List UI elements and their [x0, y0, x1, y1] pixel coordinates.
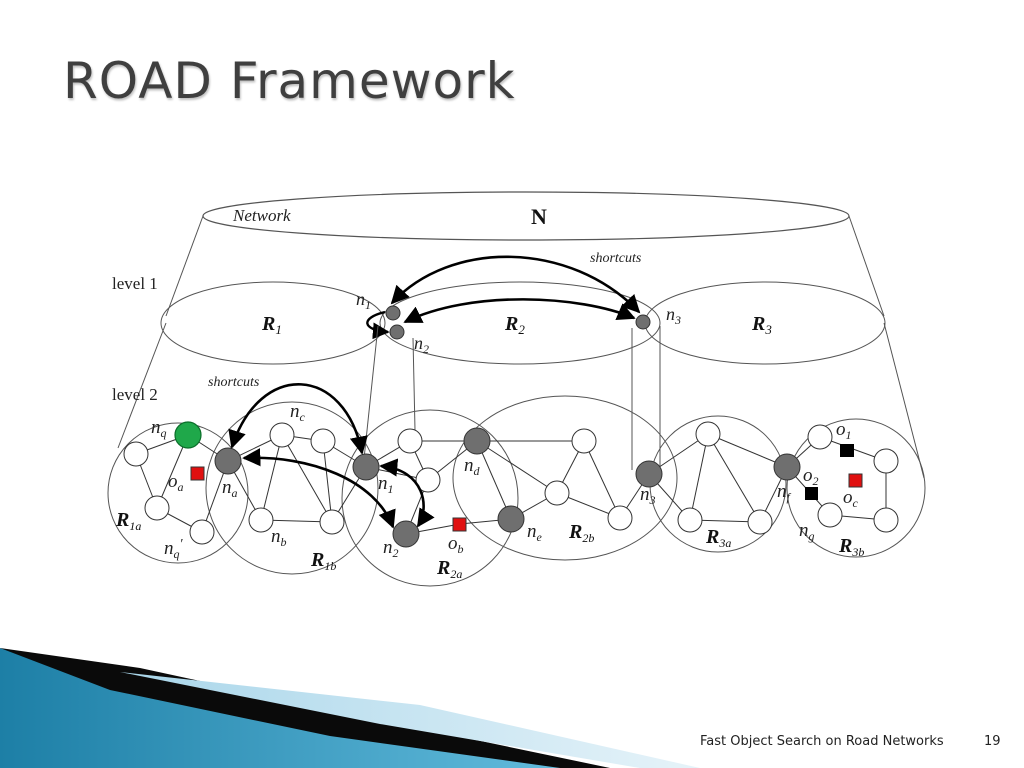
node-plain [747, 509, 773, 535]
region-r2a-label: R2a [436, 557, 462, 581]
label-o1: o1 [836, 419, 852, 442]
shortcut-arc-outer [390, 255, 641, 314]
region-r3b-label: R3b [838, 535, 864, 559]
label-n3: n3 [640, 484, 656, 507]
region-r3-label: R3 [751, 313, 772, 337]
footer-page-number: 19 [984, 734, 1001, 749]
query-node-nq [174, 421, 202, 449]
node-n1-level1 [385, 305, 401, 321]
region-r3b-circle [786, 418, 926, 558]
node-plain [607, 505, 633, 531]
level-1-label: level 1 [112, 274, 158, 293]
node-n2-level1-label: n2 [414, 333, 429, 356]
label-oa: oa [168, 471, 184, 494]
label-o2: o2 [803, 465, 819, 488]
object-oa [190, 466, 205, 481]
label-nb: nb [271, 526, 287, 549]
level-2: level 2 [107, 375, 926, 587]
shortcut-arc-inner [403, 298, 636, 324]
label-nd: nd [464, 455, 481, 478]
region-r2b-ellipse [452, 395, 678, 561]
slide-decoration-swoosh [0, 648, 700, 768]
node-plain [873, 448, 899, 474]
node-plain [310, 428, 336, 454]
region-r1-label: R1 [261, 313, 282, 337]
level-2-label: level 2 [112, 385, 158, 404]
label-na: na [222, 477, 238, 500]
node-plain [677, 507, 703, 533]
label-n1: n1 [378, 473, 394, 496]
label-ne: ne [527, 521, 543, 544]
label-n2: n2 [383, 537, 399, 560]
region-r1a-label: R1a [115, 509, 141, 533]
node-nc [269, 422, 295, 448]
node-nq-prime [189, 519, 215, 545]
footer-presentation-title: Fast Object Search on Road Networks [700, 734, 944, 749]
network-level: Network N [165, 191, 885, 317]
region-r1b-label: R1b [310, 549, 336, 573]
network-label: Network [232, 206, 291, 225]
shortcut-n1-n2 [379, 458, 435, 528]
region-r2b-label: R2b [568, 521, 594, 545]
label-nf: nf [777, 481, 792, 504]
network-symbol: N [531, 204, 547, 229]
node-plain [571, 428, 597, 454]
object-ob [452, 517, 467, 532]
node-plain [397, 428, 423, 454]
label-oc: oc [843, 487, 859, 510]
node-nb [248, 507, 274, 533]
node-ng [817, 502, 843, 528]
node-plain [319, 509, 345, 535]
node-ne [497, 505, 525, 533]
shortcut-loop-n1-n2 [366, 310, 390, 340]
node-nf [773, 453, 801, 481]
node-n2-level1 [389, 324, 405, 340]
node-nd [463, 427, 491, 455]
network-left-side [165, 215, 204, 317]
region-r3a-label: R3a [705, 526, 731, 550]
node-n1-level1-label: n1 [356, 289, 371, 312]
node-n2 [392, 520, 420, 548]
node-plain [144, 495, 170, 521]
network-ellipse [202, 191, 850, 241]
node-na [214, 447, 242, 475]
node-n3 [635, 460, 663, 488]
object-o1 [840, 444, 854, 457]
label-nc: nc [290, 401, 306, 424]
network-right-side [848, 215, 885, 317]
slide-title: ROAD Framework [63, 52, 516, 110]
label-nq-prime: nq′ [164, 537, 184, 561]
node-plain [873, 507, 899, 533]
shortcuts-label-level1: shortcuts [590, 251, 642, 266]
node-n3-level1 [635, 314, 651, 330]
node-plain [695, 421, 721, 447]
region-r2-label: R2 [504, 313, 525, 337]
label-nq: nq [151, 417, 167, 440]
shortcut-na-n1 [228, 383, 368, 455]
level-1: level 1 R1 R2 R3 n1 n2 n3 shortcuts [112, 251, 886, 365]
node-n3-level1-label: n3 [666, 304, 681, 327]
node-plain [807, 424, 833, 450]
shortcuts-label-level2: shortcuts [208, 375, 260, 390]
label-ob: ob [448, 533, 464, 556]
object-o2 [805, 487, 818, 500]
node-plain [544, 480, 570, 506]
node-plain [123, 441, 149, 467]
label-ng: ng [799, 520, 815, 543]
object-oc [848, 473, 863, 488]
region-r2a-circle [341, 409, 519, 587]
node-n1 [352, 453, 380, 481]
